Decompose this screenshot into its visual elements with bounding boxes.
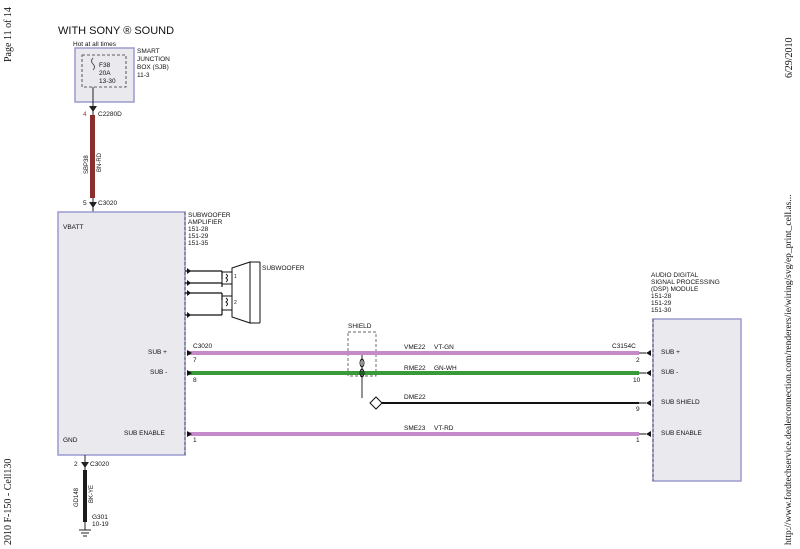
amp-gnd: GND: [63, 437, 78, 444]
coil-1-label: 1: [234, 274, 237, 280]
gnd-color: BK-YE: [89, 484, 95, 503]
wire-vme22-circuit: VME22: [404, 344, 426, 351]
pin-4-arrow: [89, 106, 97, 112]
dsp-label-4: 151-28: [651, 293, 672, 300]
amp-label-4: 151-29: [188, 233, 209, 240]
amplifier-box: [57, 211, 186, 456]
dsp-pin-sub-enable: SUB ENABLE: [661, 430, 702, 437]
sjb-label-2: JUNCTION: [137, 56, 170, 63]
amp-pin-sub-enable: SUB ENABLE: [124, 430, 165, 437]
diagram-title: WITH SONY ® SOUND: [58, 25, 175, 37]
gnd-pin: 2: [74, 461, 78, 468]
wire-rme22-color: GN-WH: [434, 365, 457, 372]
feed-pin: 5: [83, 200, 87, 207]
dsp-pin-10: 10: [633, 377, 641, 384]
hot-at-all-times: Hot at all times: [73, 41, 116, 48]
dsp-label-2: SIGNAL PROCESSING: [651, 279, 720, 286]
coil-2-label: 2: [234, 300, 237, 306]
amp-pin-1: 1: [193, 437, 197, 444]
wire-bk-ye: [83, 470, 87, 522]
wire-dme22-circuit: DME22: [404, 394, 426, 401]
fuse-ref: 13-30: [99, 78, 116, 85]
amp-label-1: SUBWOOFER: [188, 212, 231, 219]
dsp-label-6: 151-30: [651, 307, 672, 314]
pin-5-arrow: [89, 202, 97, 208]
fuse-name: F38: [99, 62, 111, 69]
subwoofer-speaker: [221, 261, 261, 324]
dsp-label-3: (DSP) MODULE: [651, 286, 699, 293]
pin-2-arrow: [81, 462, 89, 468]
wire-sme23-color: VT-RD: [434, 425, 454, 432]
amp-pin-7: 7: [193, 357, 197, 364]
sjb-box: [74, 47, 135, 103]
dsp-pin-sub-plus: SUB +: [661, 349, 680, 356]
wire-sme23-circuit: SME23: [404, 425, 426, 432]
shield-label: SHIELD: [348, 323, 372, 330]
dsp-label-5: 151-29: [651, 300, 672, 307]
sjb-pin: 4: [83, 111, 87, 118]
gnd-circuit: GD148: [74, 487, 80, 507]
shield-diamond: [369, 396, 383, 410]
dsp-pin-1: 1: [636, 437, 640, 444]
subwoofer-label: SUBWOOFER: [262, 265, 305, 272]
fuse-outline: [81, 54, 127, 88]
gnd-connector: C3020: [90, 461, 110, 468]
dsp-pin-9: 9: [636, 406, 640, 413]
sjb-label-3: BOX (SJB): [137, 64, 169, 71]
dsp-connector: C3154C: [612, 343, 636, 350]
dsp-box: [652, 318, 742, 482]
amp-label-5: 151-35: [188, 240, 209, 247]
ground-symbol: [79, 522, 91, 537]
wire-vme22-color: VT-GN: [434, 344, 454, 351]
gnd-name: G301: [92, 514, 108, 521]
sjb-connector: C2280D: [98, 111, 122, 118]
fuse-symbol: [91, 57, 95, 71]
wire-vt-rd: [187, 432, 639, 436]
feed-circuit: SBP38: [84, 155, 90, 174]
amp-pin-sub-minus: SUB -: [150, 369, 168, 376]
feed-color: BN-RD: [97, 153, 103, 172]
dsp-pin-sub-minus: SUB -: [661, 369, 679, 376]
dsp-label-1: AUDIO DIGITAL: [651, 272, 699, 279]
fuse-rating: 20A: [99, 70, 111, 77]
wire-vt-gn: [187, 351, 639, 355]
dsp-pin-2: 2: [636, 357, 640, 364]
sjb-label-4: 11-3: [137, 72, 150, 79]
feed-connector: C3020: [98, 200, 118, 207]
dsp-pin-sub-shield: SUB SHIELD: [661, 399, 700, 406]
amp-connector: C3020: [193, 343, 213, 350]
amp-label-2: AMPLIFIER: [188, 219, 223, 226]
wire-gn-wh: [187, 371, 639, 375]
amp-pin-8: 8: [193, 377, 197, 384]
wire-rme22-circuit: RME22: [404, 365, 426, 372]
sjb-label-1: SMART: [137, 48, 160, 55]
amp-pin-sub-plus: SUB +: [148, 349, 167, 356]
wire-bn-rd: [90, 115, 95, 198]
gnd-ref: 10-19: [92, 521, 109, 528]
amp-vbatt: VBATT: [63, 224, 84, 231]
amp-label-3: 151-28: [188, 226, 209, 233]
